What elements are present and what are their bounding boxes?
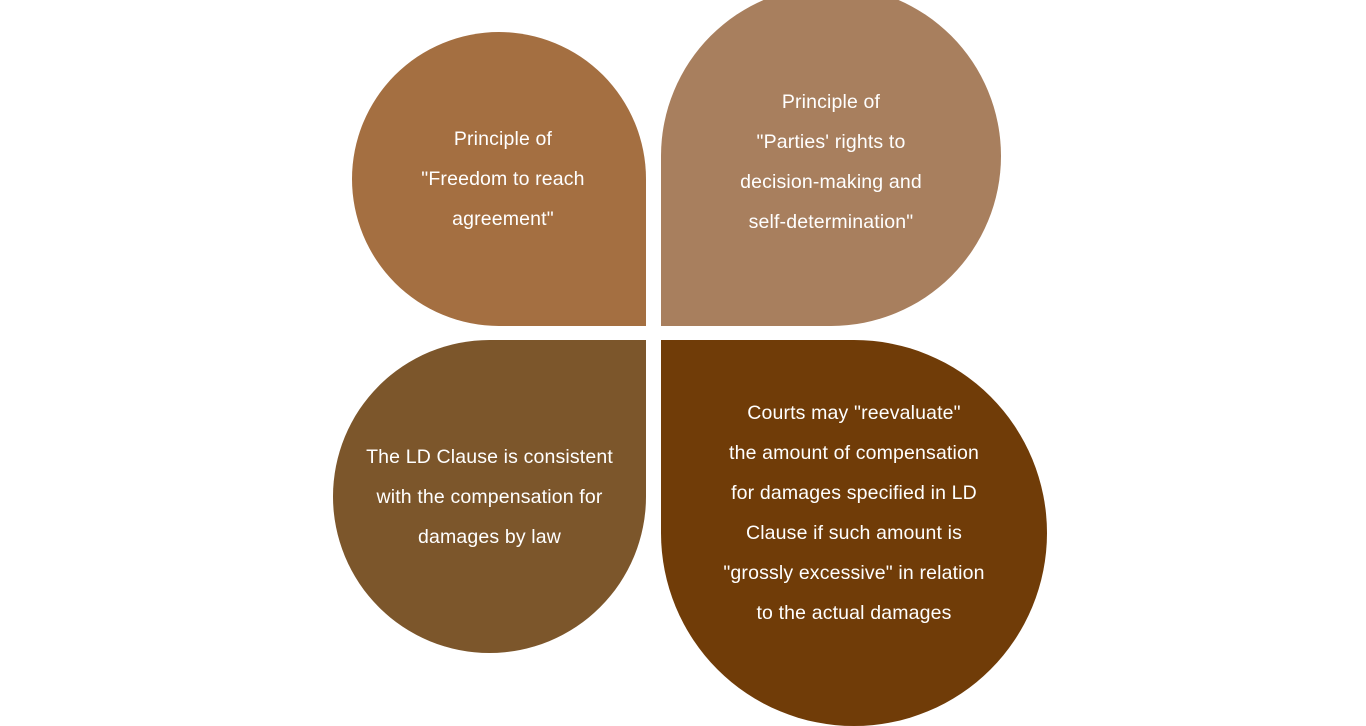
diagram-canvas: Principle of "Freedom to reach agreement…: [333, 0, 1047, 726]
petal-top-left-label: Principle of "Freedom to reach agreement…: [421, 128, 585, 230]
petal-top-right-label: Principle of "Parties' rights to decisio…: [740, 91, 922, 233]
petal-bottom-left-label: The LD Clause is consistent with the com…: [366, 445, 613, 548]
petal-top-right: Principle of "Parties' rights to decisio…: [661, 0, 1001, 326]
petal-bottom-right: Courts may "reevaluate" the amount of co…: [661, 340, 1047, 726]
petal-top-left: Principle of "Freedom to reach agreement…: [352, 32, 646, 326]
petal-bottom-left: The LD Clause is consistent with the com…: [333, 340, 646, 653]
petal-bottom-right-label: Courts may "reevaluate" the amount of co…: [723, 402, 985, 624]
